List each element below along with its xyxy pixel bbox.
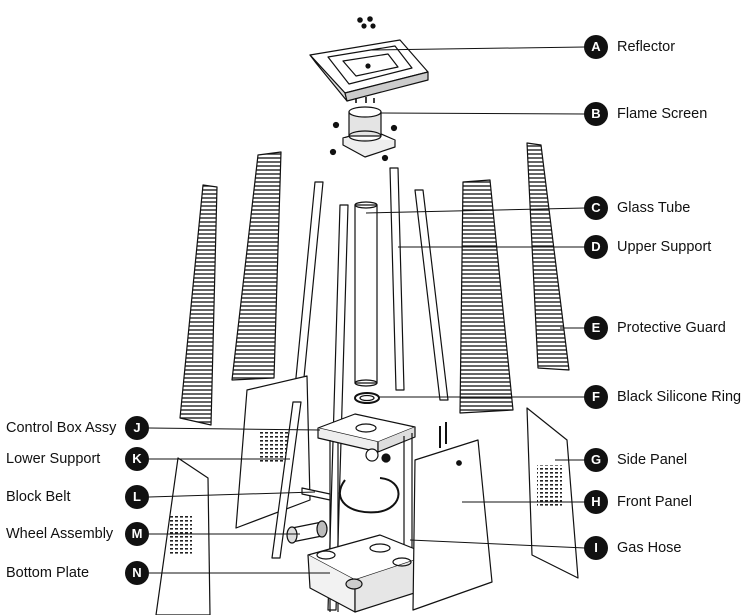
protective-guard-right-outer	[526, 142, 570, 371]
badge-M: M	[125, 522, 149, 546]
badge-L: L	[125, 485, 149, 509]
bottom-plate-part	[307, 534, 431, 613]
upper-support-1	[293, 181, 324, 399]
label-lower-support: Lower Support	[6, 451, 101, 467]
label-gas-hose: Gas Hose	[617, 540, 682, 556]
badge-G: G	[584, 448, 608, 472]
badge-B: B	[584, 102, 608, 126]
label-glass-tube: Glass Tube	[617, 200, 691, 216]
label-flame-screen: Flame Screen	[617, 106, 708, 122]
leader-L	[148, 491, 316, 498]
leader-B	[379, 112, 586, 115]
badge-F: F	[584, 385, 608, 409]
label-upper-support: Upper Support	[617, 239, 712, 255]
wheel-assembly-part	[286, 520, 328, 544]
flame-screen-part	[329, 97, 398, 162]
label-block-belt: Block Belt	[6, 489, 71, 505]
label-protective-guard: Protective Guard	[617, 320, 726, 336]
silicone-ring-part	[354, 392, 380, 404]
badge-A: A	[584, 35, 608, 59]
leader-C	[365, 207, 586, 214]
badge-N: N	[125, 561, 149, 585]
protective-guard-left-outer	[179, 184, 218, 426]
upper-support-4	[327, 204, 349, 611]
leader-J	[148, 427, 321, 431]
label-control-box: Control Box Assy	[6, 420, 117, 436]
glass-tube-part	[354, 201, 378, 387]
label-bottom-plate: Bottom Plate	[6, 565, 90, 581]
badge-E: E	[584, 316, 608, 340]
badge-I: I	[584, 536, 608, 560]
leader-I	[409, 539, 586, 549]
label-side-panel: Side Panel	[617, 452, 688, 468]
front-panel-part	[412, 422, 493, 611]
badge-D: D	[584, 235, 608, 259]
badge-H: H	[584, 490, 608, 514]
upper-support-2	[389, 167, 405, 391]
reflector-part	[309, 16, 429, 102]
protective-guard-right-inner	[459, 179, 514, 414]
protective-guard-left-inner	[231, 151, 282, 381]
lower-support-part	[271, 401, 302, 559]
control-box-part	[317, 413, 416, 612]
badge-K: K	[125, 447, 149, 471]
badge-C: C	[584, 196, 608, 220]
label-front-panel: Front Panel	[617, 494, 692, 510]
gas-hose-part	[338, 477, 400, 514]
badge-J: J	[125, 416, 149, 440]
label-silicone-ring: Black Silicone Ring	[617, 389, 742, 405]
upper-support-3	[414, 189, 449, 401]
label-wheel-assembly: Wheel Assembly	[6, 526, 114, 542]
label-reflector: Reflector	[617, 39, 676, 55]
side-panel-right	[526, 407, 579, 579]
leader-A	[369, 46, 586, 51]
